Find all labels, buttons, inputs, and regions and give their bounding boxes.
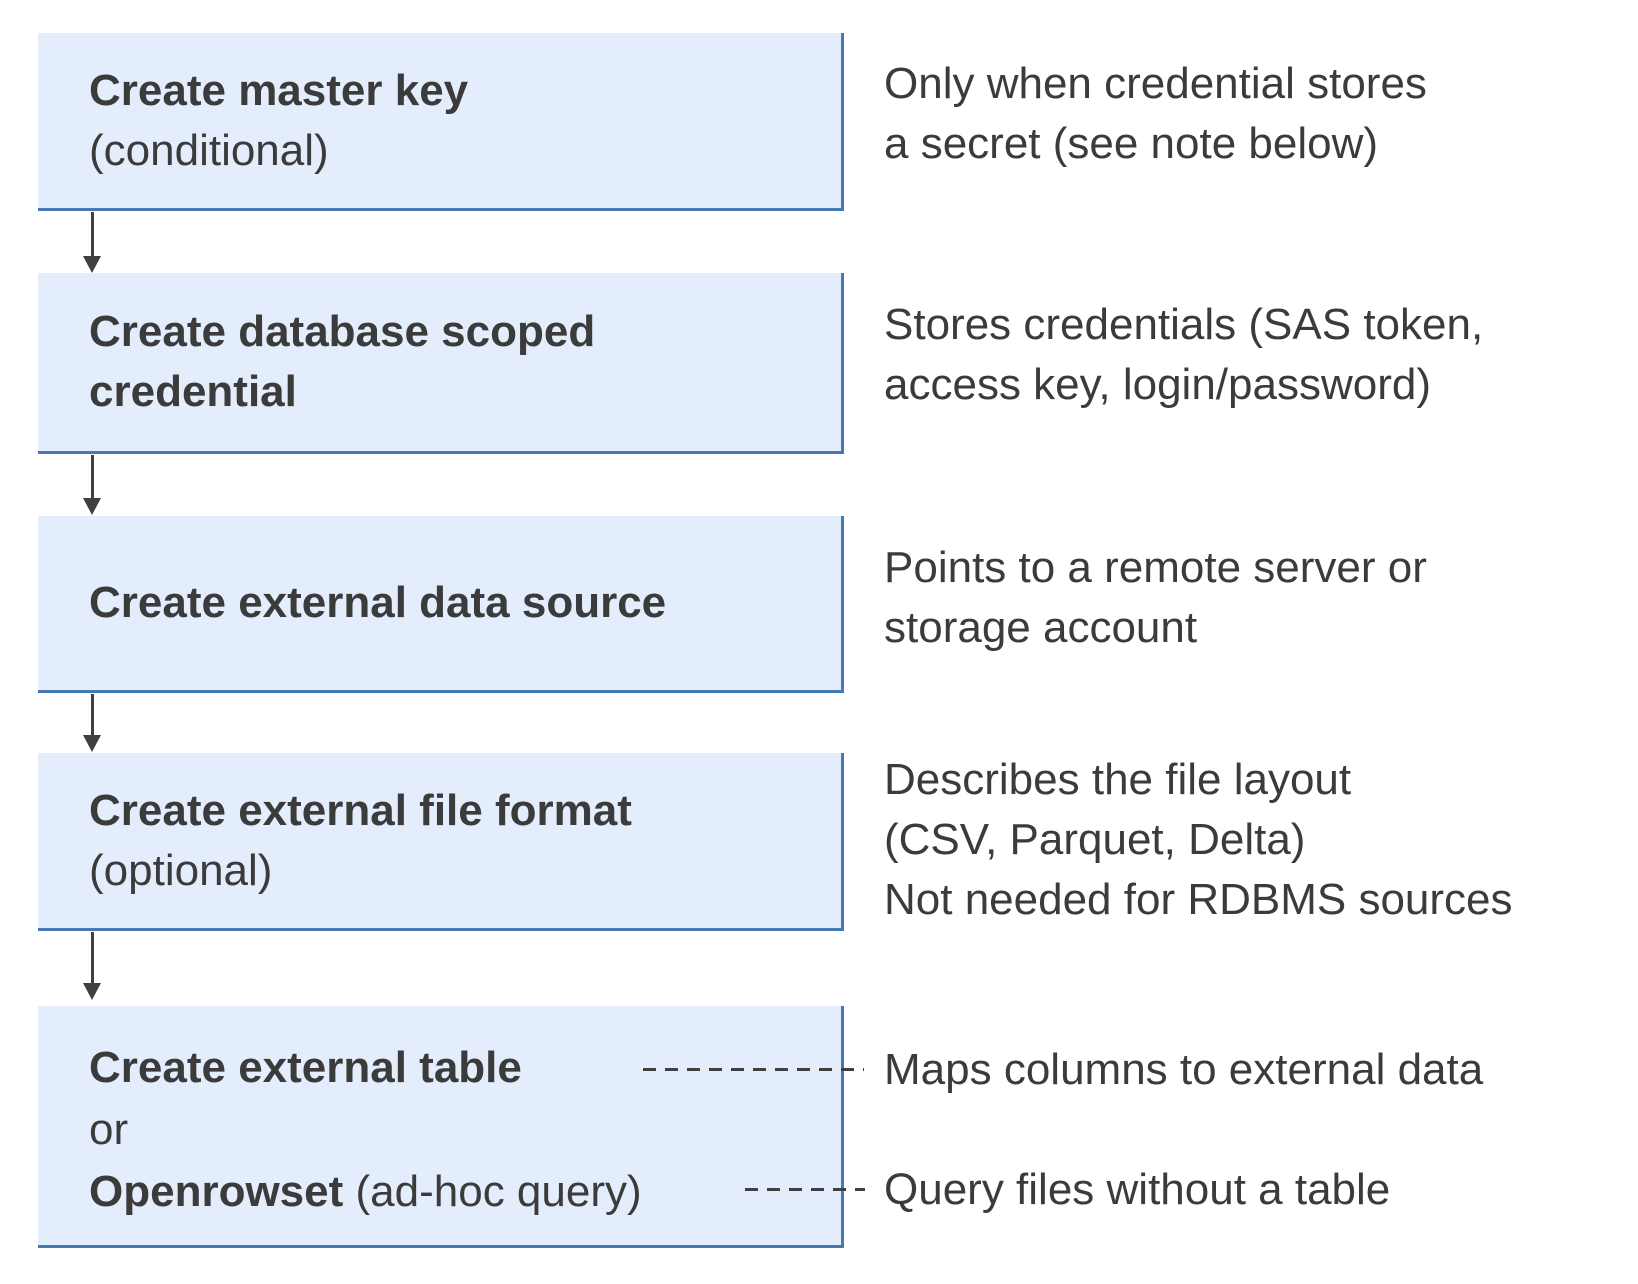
step-box-create-master-key: Create master key (conditional) bbox=[38, 33, 844, 211]
arrow-head-icon bbox=[83, 256, 101, 273]
note-line: (CSV, Parquet, Delta) bbox=[884, 815, 1306, 864]
note-openrowset: Query files without a table bbox=[884, 1160, 1390, 1220]
arrow-shaft bbox=[90, 694, 94, 735]
step-connector-or: or bbox=[89, 1104, 129, 1154]
note-line: Maps columns to external data bbox=[884, 1045, 1484, 1094]
step-title: Create master key bbox=[89, 65, 469, 115]
dashed-connector-external-table bbox=[643, 1068, 864, 1071]
arrow-head-icon bbox=[83, 498, 101, 515]
arrow-shaft bbox=[90, 212, 94, 256]
step-qualifier: (conditional) bbox=[89, 125, 329, 175]
arrow-head-icon bbox=[83, 983, 101, 1000]
note-line: Describes the file layout bbox=[884, 755, 1352, 804]
flow-arrow-down-1 bbox=[81, 212, 103, 273]
note-line: storage account bbox=[884, 603, 1198, 652]
step-qualifier: (ad-hoc query) bbox=[343, 1166, 642, 1216]
note-line: Points to a remote server or bbox=[884, 543, 1427, 592]
flow-arrow-down-3 bbox=[81, 694, 103, 752]
note-database-scoped-credential: Stores credentials (SAS token, access ke… bbox=[884, 295, 1483, 415]
flow-arrow-down-2 bbox=[81, 455, 103, 515]
step-qualifier: (optional) bbox=[89, 845, 273, 895]
step-title: Create external file format bbox=[89, 785, 632, 835]
arrow-shaft bbox=[90, 455, 94, 498]
note-line: access key, login/password) bbox=[884, 360, 1431, 409]
step-title: Create external table bbox=[89, 1042, 522, 1092]
note-external-table: Maps columns to external data bbox=[884, 1040, 1483, 1100]
note-external-file-format: Describes the file layout (CSV, Parquet,… bbox=[884, 750, 1513, 930]
step-title: Create database scoped bbox=[89, 307, 596, 356]
arrow-head-icon bbox=[83, 735, 101, 752]
arrow-shaft bbox=[90, 932, 94, 983]
note-line: a secret (see note below) bbox=[884, 119, 1379, 168]
step-box-external-data-source: Create external data source bbox=[38, 516, 844, 693]
dashed-connector-openrowset bbox=[745, 1188, 865, 1191]
step-box-external-file-format: Create external file format (optional) bbox=[38, 753, 844, 931]
step-box-database-scoped-credential: Create database scoped credential bbox=[38, 273, 844, 454]
note-line: Query files without a table bbox=[884, 1165, 1391, 1214]
flow-arrow-down-4 bbox=[81, 932, 103, 1000]
step-title: Openrowset bbox=[89, 1166, 344, 1216]
step-title: Create external data source bbox=[89, 578, 667, 627]
note-master-key: Only when credential stores a secret (se… bbox=[884, 54, 1427, 174]
note-line: Only when credential stores bbox=[884, 59, 1427, 108]
note-line: Stores credentials (SAS token, bbox=[884, 300, 1484, 349]
note-external-data-source: Points to a remote server or storage acc… bbox=[884, 538, 1427, 658]
step-box-external-table-or-openrowset: Create external table or Openrowset (ad-… bbox=[38, 1006, 844, 1248]
note-line: Not needed for RDBMS sources bbox=[884, 875, 1513, 924]
step-title: credential bbox=[89, 367, 297, 416]
